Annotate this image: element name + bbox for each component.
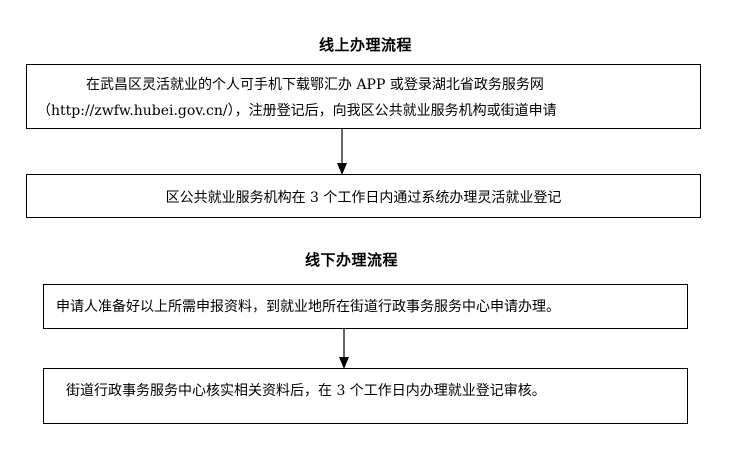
online-step-2-box: 区公共就业服务机构在 3 个工作日内通过系统办理灵活就业登记 xyxy=(26,174,701,218)
online-process-title: 线上办理流程 xyxy=(318,36,412,54)
offline-step-1-text: 申请人准备好以上所需申报资料，到就业地所在街道行政事务服务中心申请办理。 xyxy=(56,299,560,315)
offline-step-2-box: 街道行政事务服务中心核实相关资料后，在 3 个工作日内办理就业登记审核。 xyxy=(43,368,688,424)
offline-step-1-box: 申请人准备好以上所需申报资料，到就业地所在街道行政事务服务中心申请办理。 xyxy=(43,284,688,329)
offline-flow-arrow xyxy=(339,329,349,369)
offline-step-2-text: 街道行政事务服务中心核实相关资料后，在 3 个工作日内办理就业登记审核。 xyxy=(66,383,546,399)
offline-process-title: 线下办理流程 xyxy=(304,251,398,269)
online-step-1-line-2: （http://zwfw.hubei.gov.cn/），注册登记后，向我区公共就… xyxy=(37,103,557,119)
online-flow-arrow xyxy=(337,129,347,175)
online-step-2-text: 区公共就业服务机构在 3 个工作日内通过系统办理灵活就业登记 xyxy=(165,190,562,206)
online-step-1-line-1: 在武昌区灵活就业的个人可手机下载鄂汇办 APP 或登录湖北省政务服务网 xyxy=(86,77,544,93)
online-step-1-box: 在武昌区灵活就业的个人可手机下载鄂汇办 APP 或登录湖北省政务服务网 （htt… xyxy=(26,64,701,129)
